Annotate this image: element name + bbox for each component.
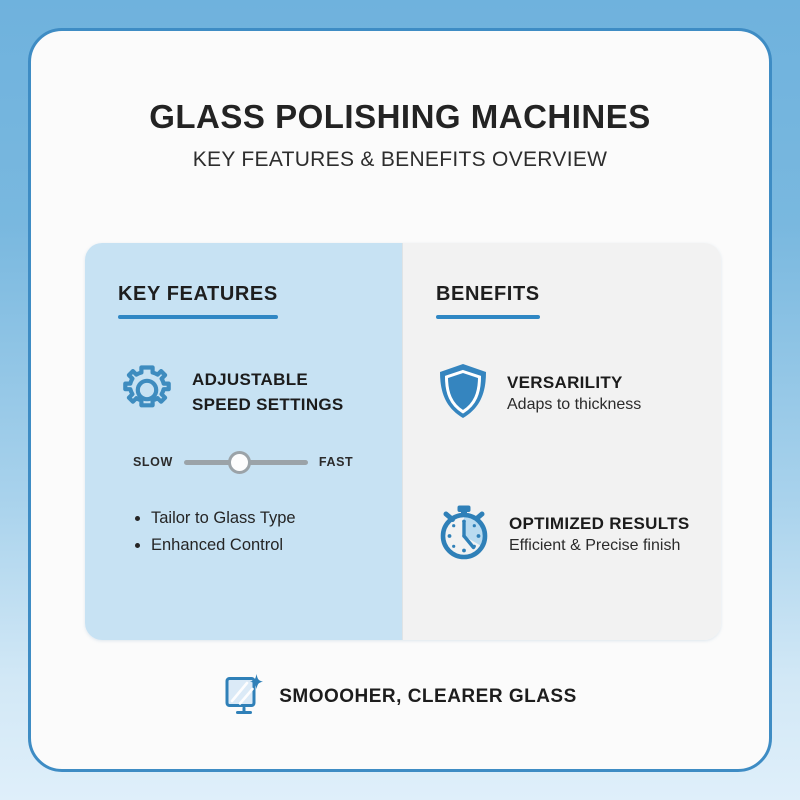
page-subtitle: KEY FEATURES & BENEFITS OVERVIEW	[192, 148, 608, 172]
heading-underline	[436, 315, 540, 319]
feature-label-line2: SPEED SETTINGS	[192, 394, 344, 414]
heading-underline	[118, 315, 278, 319]
slider-min-label: SLOW	[133, 455, 173, 469]
infographic-card: GLASS POLISHING MACHINES KEY FEATURES & …	[28, 28, 772, 772]
benefit-description: Adaps to thickness	[507, 396, 642, 413]
gear-icon	[118, 361, 176, 424]
features-benefits-panel: KEY FEATURES ADJUSTABLE SPEED SETTINGS	[85, 243, 721, 640]
stopwatch-icon	[435, 503, 493, 566]
key-features-bullet-list: Tailor to Glass Type Enhanced Control	[133, 505, 296, 558]
benefit-versatility: VERSARILITY Adaps to thickness	[435, 361, 641, 426]
list-item: Enhanced Control	[133, 532, 296, 559]
benefits-heading-group: BENEFITS	[436, 283, 540, 319]
speed-slider[interactable]	[183, 450, 308, 474]
key-features-heading: KEY FEATURES	[118, 283, 278, 305]
shield-icon	[435, 361, 491, 426]
footer: SMOOOHER, CLEARER GLASS	[31, 672, 769, 721]
key-features-heading-group: KEY FEATURES	[118, 283, 278, 319]
benefit-title: VERSARILITY	[507, 373, 623, 392]
glass-shine-icon	[223, 672, 265, 721]
benefit-text-group: OPTIMIZED RESULTS Efficient & Precise fi…	[509, 514, 689, 555]
feature-label-line1: ADJUSTABLE	[192, 369, 309, 389]
footer-text: SMOOOHER, CLEARER GLASS	[279, 685, 577, 707]
benefits-heading: BENEFITS	[436, 283, 540, 305]
slider-knob[interactable]	[228, 450, 252, 474]
benefit-description: Efficient & Precise finish	[509, 537, 681, 554]
slider-max-label: FAST	[318, 455, 354, 469]
benefits-column: BENEFITS VERSARILITY Adaps to thickness	[402, 243, 721, 640]
page-title: GLASS POLISHING MACHINES	[149, 98, 651, 135]
benefit-text-group: VERSARILITY Adaps to thickness	[507, 373, 641, 414]
benefit-title: OPTIMIZED RESULTS	[509, 514, 690, 533]
adjustable-speed-feature: ADJUSTABLE SPEED SETTINGS	[118, 361, 344, 424]
header: GLASS POLISHING MACHINES KEY FEATURES & …	[31, 31, 769, 172]
list-item: Tailor to Glass Type	[133, 505, 296, 532]
speed-slider-row: SLOW FAST	[133, 450, 354, 474]
key-features-column: KEY FEATURES ADJUSTABLE SPEED SETTINGS	[85, 243, 402, 640]
benefit-optimized-results: OPTIMIZED RESULTS Efficient & Precise fi…	[435, 503, 689, 566]
adjustable-speed-label: ADJUSTABLE SPEED SETTINGS	[192, 368, 344, 417]
